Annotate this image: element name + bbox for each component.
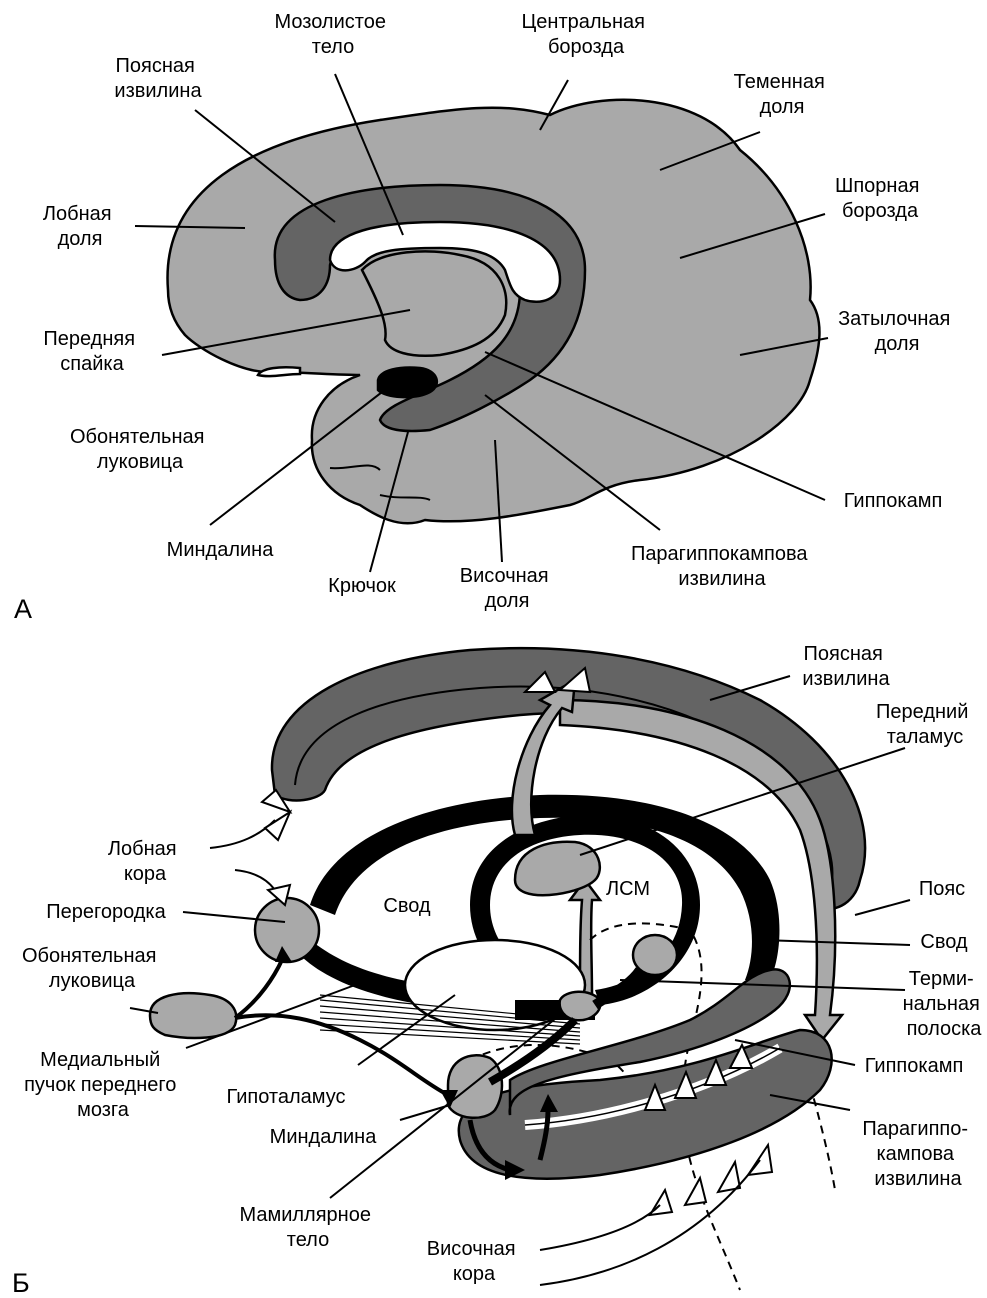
label-uncus: Крючок [328, 575, 396, 597]
label-frontal-cortex: Лобная кора [108, 838, 182, 885]
amygdala-region-b [448, 1055, 502, 1117]
panel-a-brain-medial-view: Мозолистое тело Центральная борозда Пояс… [14, 11, 956, 624]
mammillary-body-gray [560, 992, 601, 1021]
label-septum: Перегородка [46, 901, 166, 923]
panel-b-limbic-circuit: Поясная извилина Передний таламус Лобная… [12, 643, 985, 1298]
label-corpus-callosum: Мозолистое тело [275, 11, 392, 58]
olfactory-bulb-region [150, 993, 236, 1038]
label-cingulum: Пояс [919, 878, 965, 900]
label-hypothalamus: Гипоталамус [227, 1086, 346, 1108]
label-mammillary-body: Мамиллярное тело [239, 1204, 376, 1251]
label-parahippocampal-gyrus-a: Парагиппокампова извилина [631, 543, 813, 590]
label-central-sulcus: Центральная борозда [521, 11, 650, 58]
label-hippocampus-b: Гиппокамп [865, 1055, 964, 1077]
label-amygdala-a: Миндалина [167, 539, 275, 561]
panel-letter-a: А [14, 594, 32, 624]
label-anterior-commissure: Передняя спайка [43, 328, 140, 375]
label-amygdala-b: Миндалина [270, 1126, 378, 1148]
panel-letter-b: Б [12, 1268, 30, 1298]
label-fornix-center: Свод [383, 895, 431, 917]
label-frontal-lobe: Лобная доля [43, 203, 117, 250]
stria-terminalis-bulb [633, 935, 677, 975]
label-calcarine-sulcus: Шпорная борозда [835, 175, 925, 222]
label-cingulate-gyrus-b: Поясная извилина [802, 643, 890, 690]
label-anterior-thalamus: Передний таламус [876, 701, 974, 748]
label-occipital-lobe: Затылочная доля [838, 308, 956, 355]
label-hippocampus-a: Гиппокамп [844, 490, 943, 512]
label-mtt: ЛСМ [606, 878, 650, 900]
label-stria-terminalis: Терми- нальная полоска [903, 968, 986, 1040]
label-temporal-cortex: Височная кора [427, 1238, 521, 1285]
label-mfb: Медиальный пучок переднего мозга [24, 1049, 182, 1121]
label-temporal-lobe: Височная доля [460, 565, 554, 612]
label-parietal-lobe: Теменная доля [734, 71, 831, 118]
label-olfactory-bulb-b: Обонятельная луковица [22, 945, 162, 992]
label-parahippocampal-gyrus-b: Парагиппо- кампова извилина [862, 1118, 973, 1190]
label-fornix-right: Свод [920, 931, 968, 953]
label-cingulate-gyrus-a: Поясная извилина [114, 55, 202, 102]
amygdala-region [378, 368, 437, 398]
septum-region [255, 898, 319, 962]
label-olfactory-bulb-a: Обонятельная луковица [70, 426, 210, 473]
